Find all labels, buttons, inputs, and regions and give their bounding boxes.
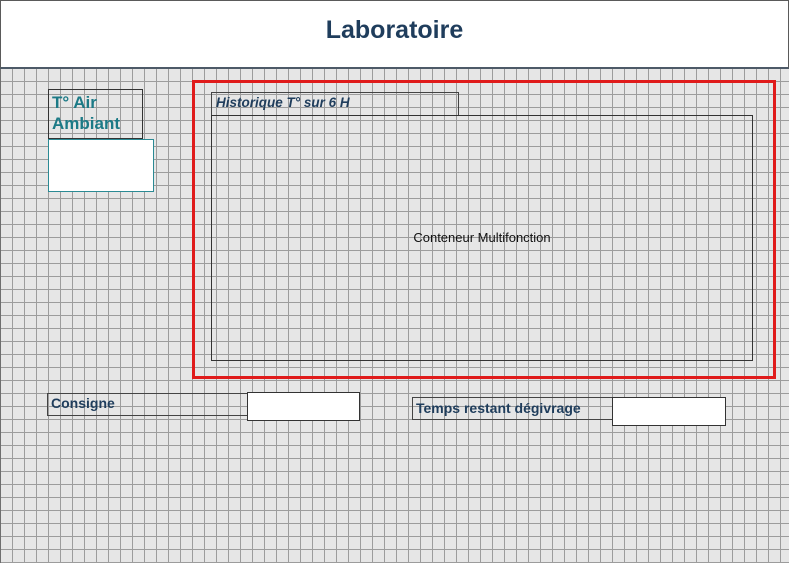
defrost-remaining-label[interactable]: Temps restant dégivrage xyxy=(412,397,613,420)
selected-container-highlight[interactable] xyxy=(192,80,776,379)
multifunction-container-label: Conteneur Multifonction xyxy=(413,230,551,245)
multifunction-container[interactable]: Conteneur Multifonction xyxy=(211,115,753,361)
consigne-label[interactable]: Consigne xyxy=(47,393,248,416)
consigne-value-field[interactable] xyxy=(247,392,360,421)
air-temp-value-field[interactable] xyxy=(48,139,154,192)
header-bar: Laboratoire xyxy=(0,0,789,69)
defrost-remaining-value-field[interactable] xyxy=(612,397,726,426)
history-tab-label[interactable]: Historique T° sur 6 H xyxy=(211,92,459,116)
air-temp-label[interactable]: T° Air Ambiant xyxy=(48,89,143,139)
page-title: Laboratoire xyxy=(325,16,464,44)
